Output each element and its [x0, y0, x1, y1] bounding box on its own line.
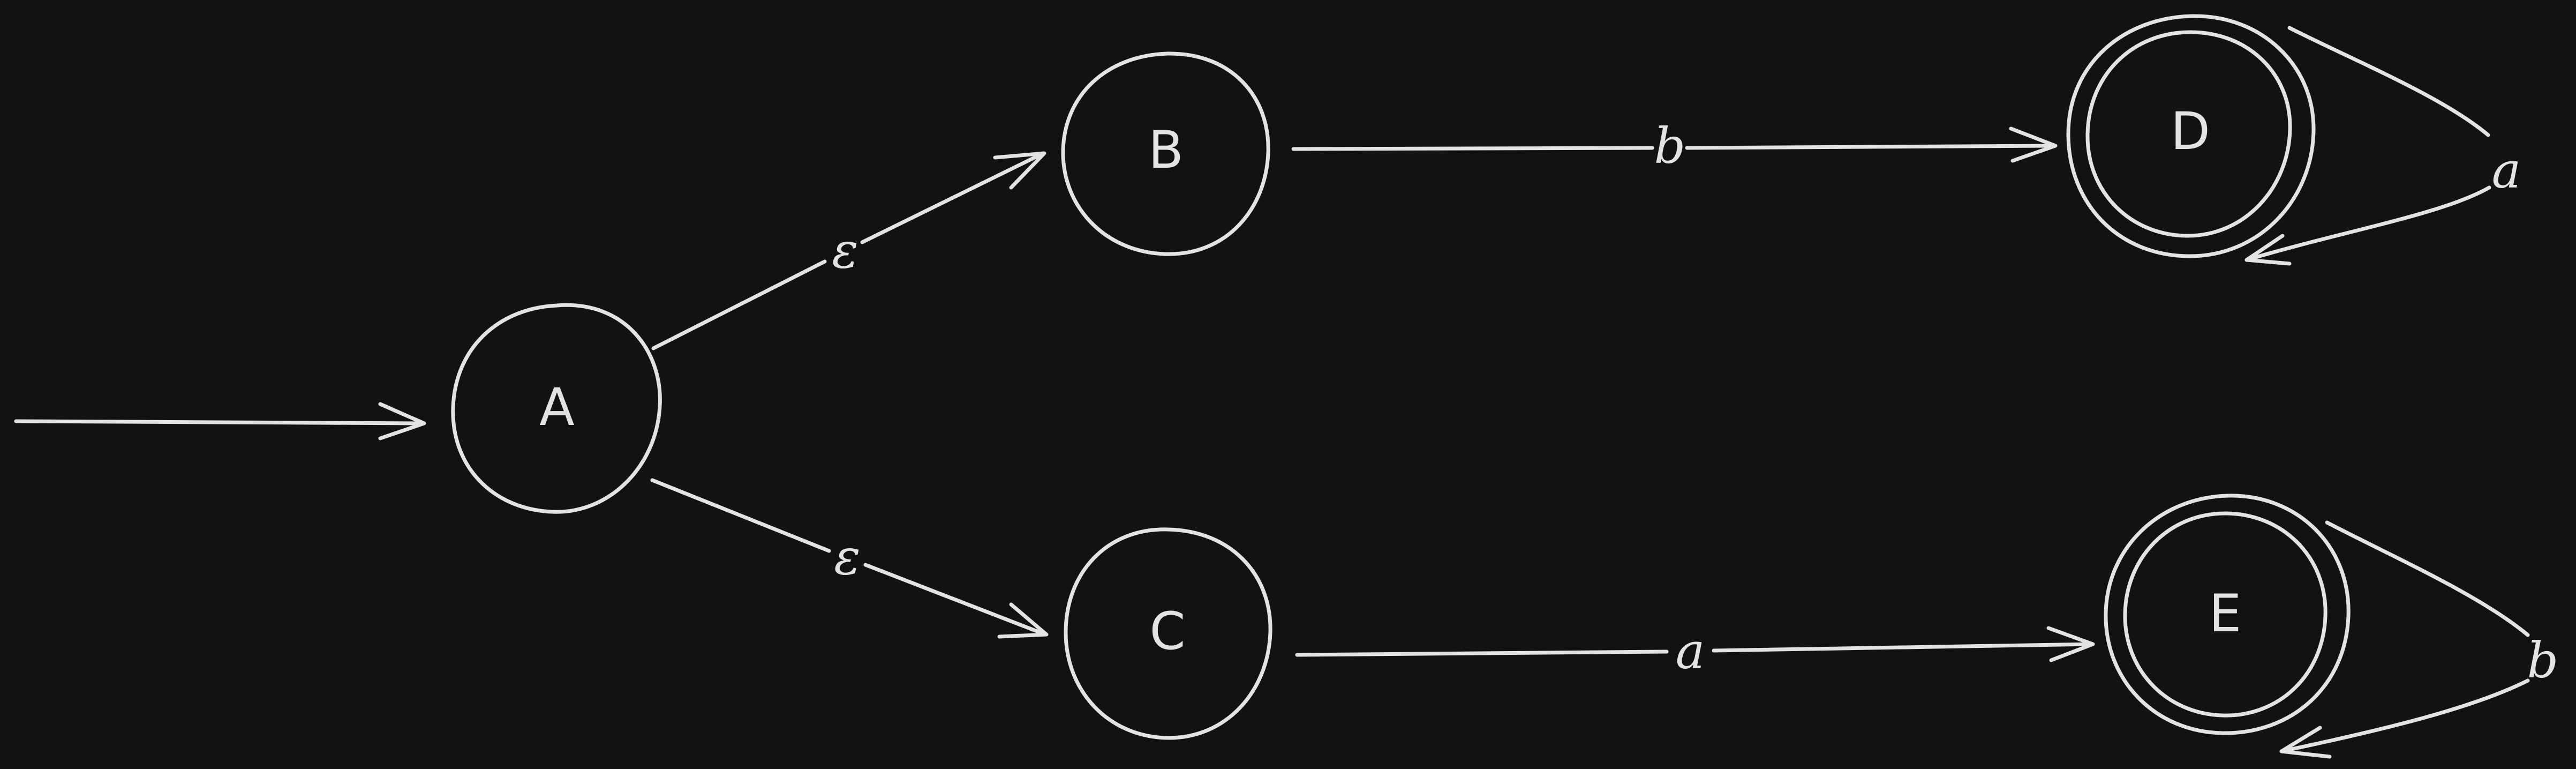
state-b-circle — [1061, 51, 1270, 256]
transition-d-d: a — [2244, 26, 2521, 266]
state-d: D — [2066, 14, 2316, 258]
transition-a-c: ε — [650, 478, 1049, 639]
state-b-label: B — [1148, 120, 1184, 180]
start-arrow — [14, 402, 426, 441]
transition-c-e-label: a — [1676, 623, 1705, 680]
state-a-label: A — [539, 377, 575, 437]
transition-d-d-label: a — [2492, 142, 2521, 199]
transition-a-b: ε — [651, 151, 1046, 350]
state-d-inner-circle — [2085, 30, 2292, 238]
state-c: C — [1064, 527, 1272, 740]
state-d-label: D — [2171, 101, 2210, 161]
state-d-outer-circle — [2066, 14, 2316, 258]
state-e-label: E — [2209, 584, 2242, 644]
transition-b-d: b — [1291, 117, 2058, 175]
state-e-outer-circle — [2104, 494, 2351, 735]
transition-a-b-label: ε — [832, 222, 858, 280]
state-a: A — [451, 303, 662, 514]
state-e-inner-circle — [2123, 511, 2328, 718]
state-e: E — [2104, 494, 2351, 735]
transition-a-c-label: ε — [834, 529, 860, 586]
state-c-label: C — [1149, 601, 1185, 661]
transition-c-e: a — [1295, 623, 2095, 680]
state-b: B — [1061, 51, 1270, 256]
transition-e-e-label: b — [2527, 632, 2559, 689]
state-c-circle — [1064, 527, 1272, 740]
state-a-circle — [451, 303, 662, 514]
transition-b-d-label: b — [1654, 117, 1686, 175]
transition-e-e: b — [2279, 520, 2559, 759]
